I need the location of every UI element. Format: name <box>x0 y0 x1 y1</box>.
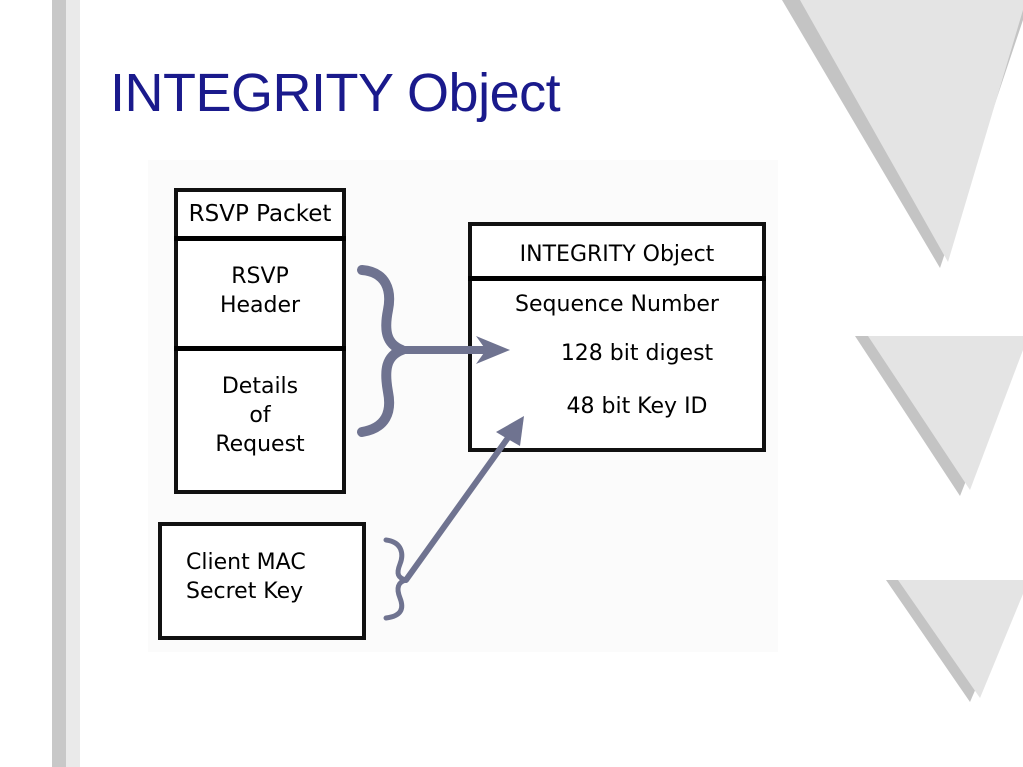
arrow-to-key-id-shaft <box>403 425 518 583</box>
large-curly-brace <box>357 265 407 437</box>
left-accent-bar <box>52 0 66 767</box>
arrow-to-digest-head <box>476 336 510 364</box>
rsvp-packet-divider-1 <box>174 236 346 241</box>
field-128-bit-digest: 128 bit digest <box>560 341 714 366</box>
left-accent-bar-inner <box>66 0 80 767</box>
client-mac-secret-key-label: Client MAC Secret Key <box>186 550 306 604</box>
field-48-bit-key-id: 48 bit Key ID <box>566 394 708 419</box>
rsvp-packet-box: RSVP Packet RSVP Header Details of Reque… <box>174 188 346 494</box>
integrity-object-divider <box>468 276 766 281</box>
slide-title: INTEGRITY Object <box>110 63 561 123</box>
triangle-middle <box>868 336 1023 490</box>
arrow-to-key-id-head <box>496 416 524 446</box>
integrity-object-header: INTEGRITY Object <box>519 242 715 267</box>
details-of-request-section: Details of Request <box>215 374 305 457</box>
rsvp-packet-divider-2 <box>174 346 346 351</box>
triangle-bottom <box>898 580 1023 698</box>
triangle-top <box>800 0 1023 262</box>
integrity-object-box: INTEGRITY Object Sequence Number 128 bit… <box>468 222 766 452</box>
field-sequence-number: Sequence Number <box>515 292 719 317</box>
small-curly-brace <box>383 537 409 621</box>
rsvp-header-section: RSVP Header <box>219 264 301 318</box>
client-mac-secret-key-box: Client MAC Secret Key <box>158 522 366 640</box>
rsvp-packet-header: RSVP Packet <box>188 201 332 227</box>
